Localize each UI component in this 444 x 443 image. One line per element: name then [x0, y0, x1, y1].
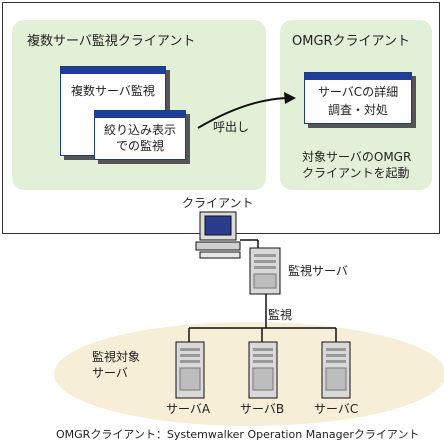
window-titlebar	[305, 73, 411, 80]
filtered-view-window[interactable]: 絞り込み表示 での監視	[94, 110, 186, 160]
filtered-view-line2: での監視	[115, 139, 164, 153]
server-b-icon	[248, 341, 278, 399]
multi-server-client-title: 複数サーバ監視クライアント	[27, 34, 196, 49]
invoke-arrow	[197, 97, 287, 129]
multi-server-monitor-label: 複数サーバ監視	[71, 84, 155, 98]
target-group-label-line1: 監視対象	[92, 350, 141, 364]
invoke-arrowhead	[284, 92, 296, 104]
client-pc-icon	[195, 211, 241, 259]
monitor-link-label: 監視	[268, 308, 293, 322]
monitoring-server-label: 監視サーバ	[288, 264, 348, 278]
footnote: OMGRクライアント：Systemwalker Operation Manage…	[56, 428, 420, 441]
server-b-label: サーバB	[240, 402, 285, 416]
target-group-label-line2: サーバ	[92, 366, 128, 380]
server-a-icon	[175, 341, 205, 399]
server-detail-window[interactable]: サーバCの詳細 調査・対処	[304, 72, 412, 124]
window-titlebar	[61, 67, 165, 74]
omgr-caption-line1: 対象サーバのOMGR	[302, 150, 412, 164]
server-detail-line2: 調査・対処	[327, 103, 388, 117]
omgr-client-title: OMGRクライアント	[292, 34, 411, 49]
server-c-icon	[321, 341, 351, 399]
server-c-label: サーバC	[314, 402, 359, 416]
server-detail-line1: サーバCの詳細	[317, 85, 399, 99]
monitoring-server-icon	[249, 247, 281, 295]
omgr-caption-line2: クライアントを起動	[302, 166, 410, 180]
filtered-view-line1: 絞り込み表示	[103, 123, 176, 137]
window-titlebar	[95, 111, 185, 118]
client-label: クライアント	[182, 196, 254, 210]
invoke-label: 呼出し	[213, 120, 250, 134]
server-a-label: サーバA	[166, 402, 211, 416]
